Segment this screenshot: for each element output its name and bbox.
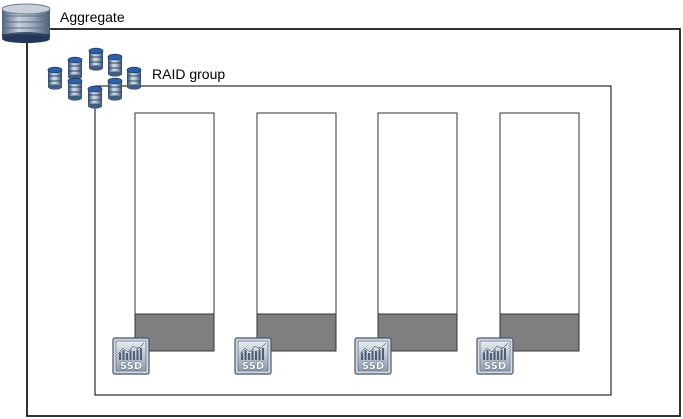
ssd-icon: SSD: [354, 337, 392, 375]
disk-3: [377, 112, 458, 352]
aggregate-label: Aggregate: [60, 9, 125, 25]
ssd-badge-text: SSD: [484, 361, 506, 372]
disk-body: [256, 112, 337, 352]
disk-2: [256, 112, 337, 352]
aggregate-box: [26, 28, 681, 417]
ssd-badge-text: SSD: [120, 361, 142, 372]
raid-group-box: [94, 85, 612, 396]
raid-group-label: RAID group: [152, 66, 225, 82]
disk-4: [499, 112, 580, 352]
database-cylinder-icon: [1, 3, 51, 43]
ssd-badge-text: SSD: [242, 361, 264, 372]
ssd-icon: SSD: [476, 337, 514, 375]
disk-cluster-icon: [47, 47, 142, 110]
disk-body: [134, 112, 215, 352]
disk-1: [134, 112, 215, 352]
ssd-icon: SSD: [112, 337, 150, 375]
disk-body: [377, 112, 458, 352]
ssd-badge-text: SSD: [362, 361, 384, 372]
disk-body: [499, 112, 580, 352]
ssd-icon: SSD: [234, 337, 272, 375]
